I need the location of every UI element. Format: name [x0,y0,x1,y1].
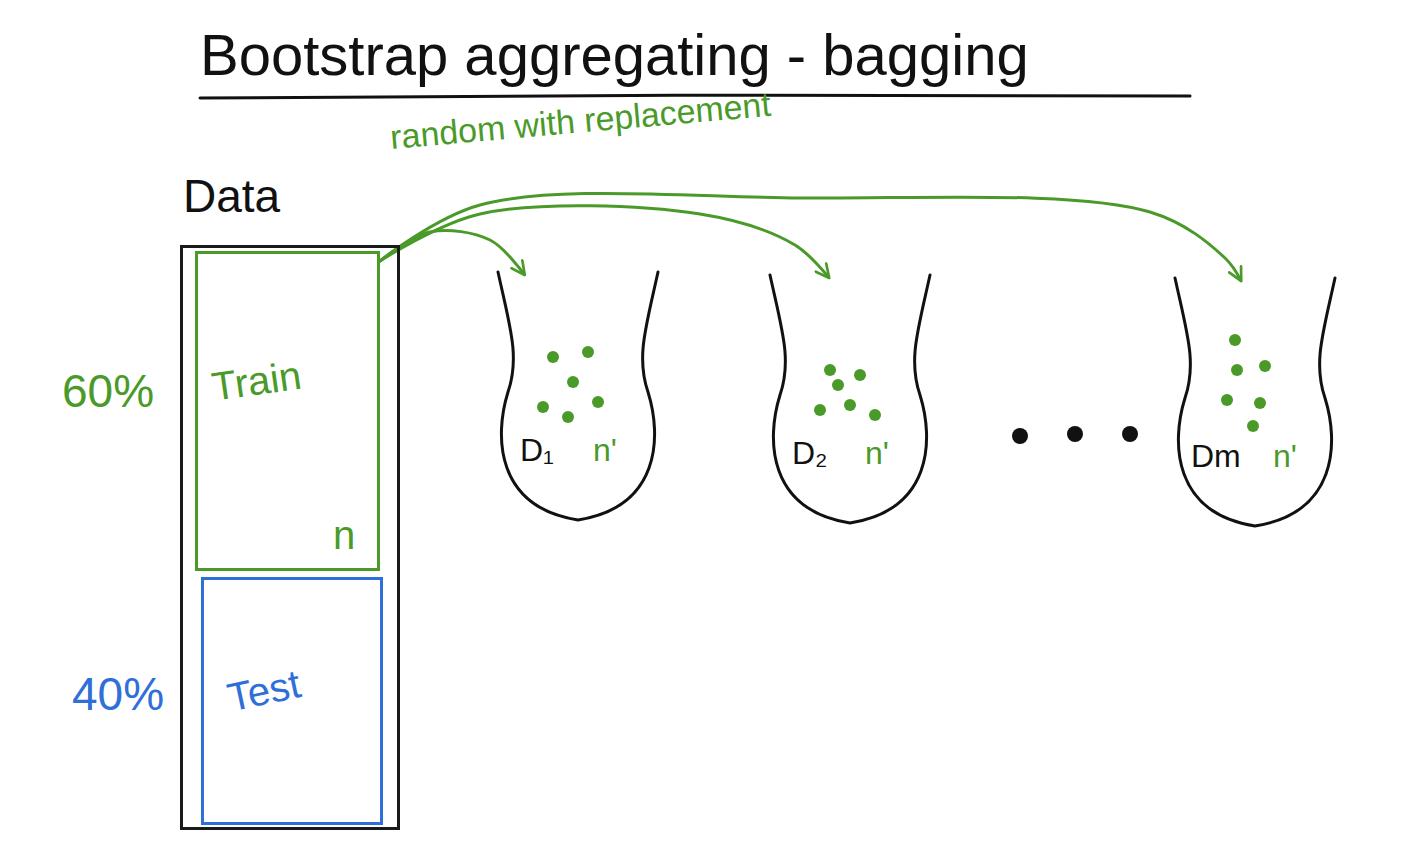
sample-dot [567,376,579,388]
sample-dot [547,351,559,363]
diagram-title: Bootstrap aggregating - bagging [200,22,1029,89]
bag-size: n' [1273,438,1297,475]
sample-dot [854,369,866,381]
test-box: Test [201,577,383,825]
sample-dot [537,401,549,413]
ellipsis-dot [1012,428,1028,444]
sample-dot [1247,420,1259,432]
sampling-arrow [380,193,1241,280]
bag-size: n' [593,432,617,469]
sample-dot [814,404,826,416]
bag-outline-path [498,272,658,520]
sample-dot [832,379,844,391]
sample-dot [844,399,856,411]
train-box: Train n [195,251,380,571]
sampling-arrow [380,231,524,274]
sample-dot [869,409,881,421]
bag-outline-path [770,275,930,523]
bag-outline-path [1175,278,1335,526]
percentage-label: 60% [62,365,154,418]
data-heading: Data [183,170,280,223]
data-box: DataTrainnTest [180,245,400,830]
bag-outline [760,275,940,525]
count-label: n [333,512,355,558]
sample-dot [1259,360,1271,372]
bag-size: n' [865,435,889,472]
sample-dot [1221,394,1233,406]
bag-name: D₁ [520,432,554,469]
train-label: Train [209,352,304,410]
bag-name: Dm [1191,438,1241,475]
bag-shape: Dm n' [1165,278,1345,528]
bag-shape: D₁ n' [488,272,668,522]
ellipsis-dot [1067,426,1083,442]
test-label: Test [223,660,304,720]
sample-dot [582,346,594,358]
percentage-label: 40% [72,668,164,721]
sample-dot [592,396,604,408]
sample-dot [1229,334,1241,346]
bag-shape: D₂ n' [760,275,940,525]
sample-dot [1231,364,1243,376]
ellipsis-dot [1122,426,1138,442]
bag-outline [488,272,668,522]
bag-name: D₂ [792,435,828,472]
bag-outline [1165,278,1345,528]
sample-dot [562,411,574,423]
sample-dot [1254,397,1266,409]
sample-dot [824,364,836,376]
